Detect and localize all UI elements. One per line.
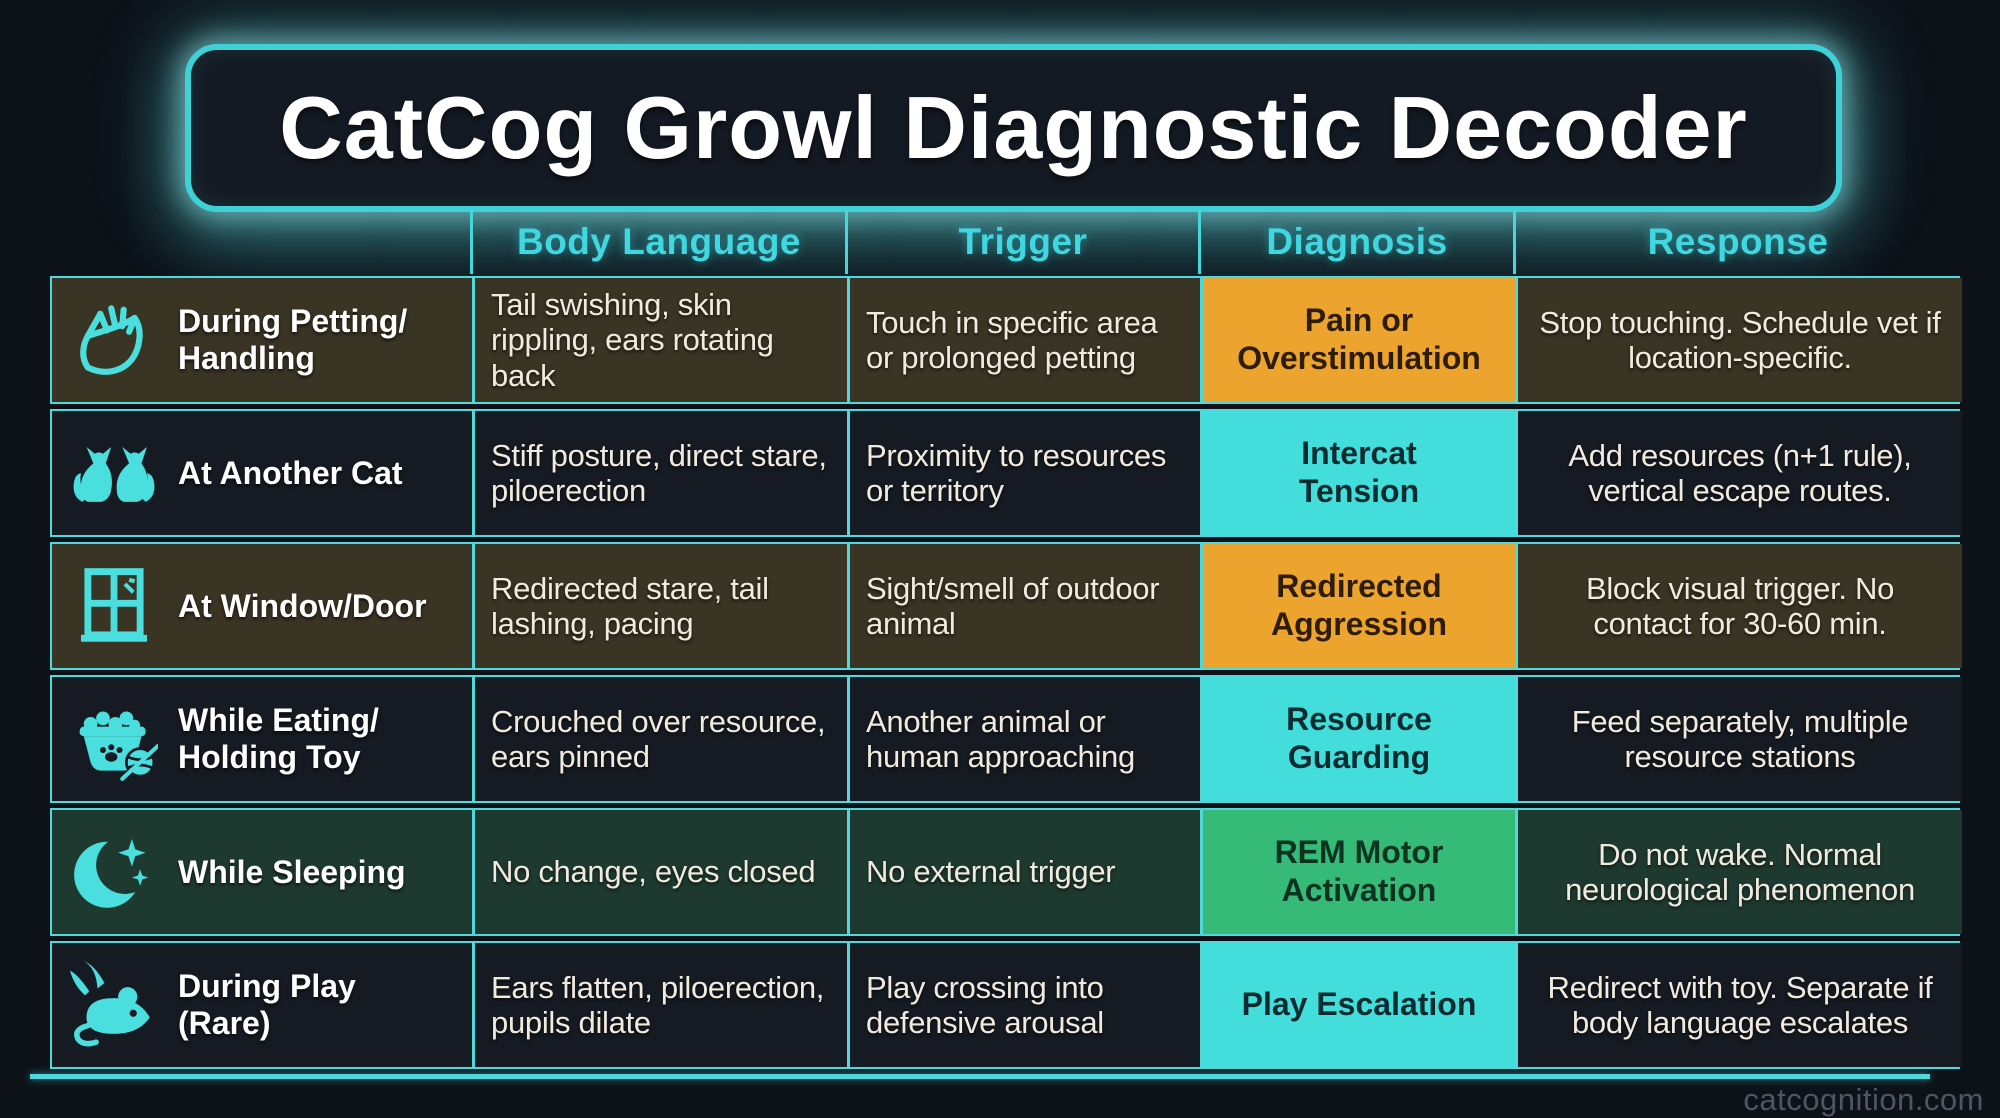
trigger-text: Sight/smell of outdoor animal <box>866 570 1160 641</box>
diagnosis-cell: Pain or Overstimulation <box>1200 278 1515 402</box>
bottom-divider <box>30 1074 1930 1079</box>
situation-cell: While Eating/ Holding Toy <box>52 677 472 801</box>
table-row: During Petting/ Handling Tail swishing, … <box>50 276 1962 404</box>
trigger-cell: Play crossing into defensive arousal <box>847 943 1200 1067</box>
response-text: Add resources (n+1 rule), vertical escap… <box>1568 437 1912 508</box>
trigger-text: Play crossing into defensive arousal <box>866 969 1104 1040</box>
diagnosis-cell: Resource Guarding <box>1200 677 1515 801</box>
trigger-cell: Touch in specific area or prolonged pett… <box>847 278 1200 402</box>
situation-label: At Window/Door <box>178 587 427 624</box>
body-language-cell: Ears flatten, piloerection, pupils dilat… <box>472 943 847 1067</box>
trigger-cell: Proximity to resources or territory <box>847 411 1200 535</box>
body-language-text: Ears flatten, piloerection, pupils dilat… <box>491 969 825 1040</box>
toy-mouse-icon <box>66 957 162 1053</box>
response-cell: Feed separately, multiple resource stati… <box>1515 677 1962 801</box>
diagnosis-cell: Intercat Tension <box>1200 411 1515 535</box>
body-language-cell: Redirected stare, tail lashing, pacing <box>472 544 847 668</box>
column-header-response: Response <box>1513 210 1960 274</box>
table-header-row: Body Language Trigger Diagnosis Response <box>50 210 1960 274</box>
trigger-text: Another animal or human approaching <box>866 703 1135 774</box>
response-text: Feed separately, multiple resource stati… <box>1571 703 1909 774</box>
column-header-trigger: Trigger <box>845 210 1198 274</box>
trigger-cell: Another animal or human approaching <box>847 677 1200 801</box>
petting-hand-icon <box>66 292 162 388</box>
body-language-cell: Tail swishing, skin rippling, ears rotat… <box>472 278 847 402</box>
watermark: catcognition.com <box>1743 1082 1984 1117</box>
title-box: CatCog Growl Diagnostic Decoder <box>185 44 1842 212</box>
trigger-cell: Sight/smell of outdoor animal <box>847 544 1200 668</box>
body-language-text: Redirected stare, tail lashing, pacing <box>491 570 769 641</box>
table-row: While Eating/ Holding Toy Crouched over … <box>50 675 1962 803</box>
body-language-text: No change, eyes closed <box>491 854 816 890</box>
table-row: At Window/Door Redirected stare, tail la… <box>50 542 1962 670</box>
body-language-text: Tail swishing, skin rippling, ears rotat… <box>491 287 774 393</box>
response-text: Do not wake. Normal neurological phenome… <box>1565 836 1915 907</box>
situation-label: During Petting/ Handling <box>178 303 408 376</box>
response-cell: Add resources (n+1 rule), vertical escap… <box>1515 411 1962 535</box>
food-bowl-toy-icon <box>66 691 162 787</box>
header-spacer <box>50 210 470 274</box>
situation-label: While Sleeping <box>178 853 406 890</box>
response-cell: Do not wake. Normal neurological phenome… <box>1515 810 1962 934</box>
response-cell: Stop touching. Schedule vet if location-… <box>1515 278 1962 402</box>
table-row: At Another Cat Stiff posture, direct sta… <box>50 409 1962 537</box>
diagnosis-cell: Play Escalation <box>1200 943 1515 1067</box>
situation-label: At Another Cat <box>178 454 403 491</box>
trigger-text: No external trigger <box>866 854 1116 890</box>
situation-cell: At Another Cat <box>52 411 472 535</box>
body-language-cell: No change, eyes closed <box>472 810 847 934</box>
body-language-cell: Crouched over resource, ears pinned <box>472 677 847 801</box>
two-cats-icon <box>66 425 162 521</box>
diagnosis-cell: Redirected Aggression <box>1200 544 1515 668</box>
response-text: Stop touching. Schedule vet if location-… <box>1539 304 1941 375</box>
table-row: While Sleeping No change, eyes closed No… <box>50 808 1962 936</box>
response-text: Redirect with toy. Separate if body lang… <box>1547 969 1933 1040</box>
situation-cell: During Play (Rare) <box>52 943 472 1067</box>
column-header-diagnosis: Diagnosis <box>1198 210 1513 274</box>
diagnosis-cell: REM Motor Activation <box>1200 810 1515 934</box>
page-title: CatCog Growl Diagnostic Decoder <box>279 78 1748 177</box>
situation-cell: During Petting/ Handling <box>52 278 472 402</box>
column-header-body-language: Body Language <box>470 210 845 274</box>
situation-label: During Play (Rare) <box>178 968 356 1041</box>
body-language-text: Stiff posture, direct stare, piloerectio… <box>491 437 827 508</box>
situation-label: While Eating/ Holding Toy <box>178 702 379 775</box>
response-text: Block visual trigger. No contact for 30-… <box>1585 570 1895 641</box>
trigger-cell: No external trigger <box>847 810 1200 934</box>
situation-cell: At Window/Door <box>52 544 472 668</box>
response-cell: Block visual trigger. No contact for 30-… <box>1515 544 1962 668</box>
trigger-text: Proximity to resources or territory <box>866 437 1167 508</box>
window-icon <box>66 558 162 654</box>
situation-cell: While Sleeping <box>52 810 472 934</box>
body-language-text: Crouched over resource, ears pinned <box>491 703 826 774</box>
moon-stars-icon <box>66 824 162 920</box>
body-language-cell: Stiff posture, direct stare, piloerectio… <box>472 411 847 535</box>
table-row: During Play (Rare) Ears flatten, piloere… <box>50 941 1962 1069</box>
response-cell: Redirect with toy. Separate if body lang… <box>1515 943 1962 1067</box>
trigger-text: Touch in specific area or prolonged pett… <box>866 304 1158 375</box>
table-body: During Petting/ Handling Tail swishing, … <box>50 276 1962 1069</box>
